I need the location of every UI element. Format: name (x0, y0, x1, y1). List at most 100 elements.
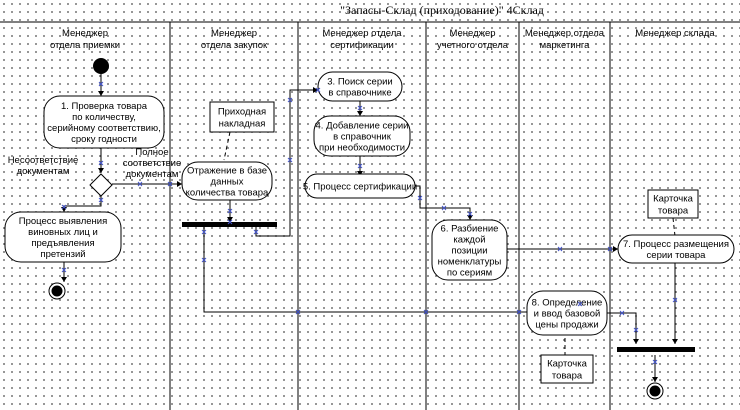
activity-claims-process-label-line: претензий (40, 249, 85, 260)
connector-mark (557, 246, 563, 252)
connector-mark (98, 160, 104, 166)
diagram-title: "Запасы-Склад (приходование)" 4Склад (340, 3, 544, 17)
connector-mark (227, 219, 233, 225)
activity-placement-shape (617, 234, 735, 264)
lane-header-l1-line: отдела приемки (50, 40, 120, 51)
object-product-card-2-shape (540, 354, 594, 384)
connector-mark (98, 197, 104, 203)
arrow (227, 217, 233, 222)
activity-search-series-label-line: 3. Поиск серии (327, 77, 392, 88)
lane-header-l4-line: Менеджер (449, 28, 495, 39)
connector-mark (167, 181, 173, 187)
connector-mark (287, 97, 293, 103)
activity-db-record-label-line: количества товара (186, 188, 269, 199)
activity-certification-label-line: 5. Процесс сертификации (303, 182, 417, 193)
connector-mark (315, 87, 321, 93)
end-node-final-inner (649, 385, 661, 397)
arrow (357, 111, 363, 116)
flow-label-mismatch-line: Несоответствие (8, 155, 79, 166)
arrow (61, 277, 67, 282)
activity-placement-label-line: 7. Процесс размещения (623, 239, 729, 250)
activity-search-series-shape (317, 71, 403, 102)
flow-card-link-1 (672, 217, 676, 237)
connector-mark (467, 211, 473, 217)
lane-header-l2-line: отдела закупок (201, 40, 268, 51)
arrow (672, 339, 678, 344)
activity-add-series-label-line: при необходимости (319, 143, 405, 154)
activity-db-record-label-line: Отражение в базе (187, 166, 267, 177)
flow-5-to-6 (415, 185, 471, 220)
object-invoice-shape (209, 101, 275, 133)
connector-mark (417, 195, 423, 201)
activity-db-record-shape (181, 161, 273, 201)
object-product-card-1-shape (647, 189, 699, 219)
activity-price-entry-shape (526, 290, 608, 336)
flow-label-match-line: Полное (135, 147, 168, 158)
connector-mark (227, 208, 233, 214)
lane-header-l3-line: сертификации (330, 40, 394, 51)
activity-placement-label-line: серии товара (647, 250, 707, 261)
end-node-claims-inner (51, 285, 63, 297)
connector-mark (619, 310, 625, 316)
arrow (613, 246, 618, 252)
object-product-card-1-label-line: товара (658, 206, 689, 217)
activity-price-entry-label-line: цены продажи (535, 320, 598, 331)
flow-8-to-join (607, 312, 637, 344)
lane-header-l3-line: Менеджер отдела (322, 28, 402, 39)
activity-add-series-label-line: в справочник (333, 132, 392, 143)
connector-mark (516, 309, 522, 315)
flow-label-match-line: соответствие (123, 158, 181, 169)
activity-certification-shape (304, 173, 416, 199)
activity-split-by-series-label-line: каждой (453, 235, 485, 246)
activity-check-goods-label-line: по количеству, (72, 112, 136, 123)
activity-check-goods-shape (43, 95, 165, 149)
arrow (61, 207, 67, 212)
arrow (177, 181, 182, 187)
connector-mark (295, 309, 301, 315)
connector-mark (652, 359, 658, 365)
connector-mark (577, 301, 583, 307)
object-product-card-2-label-line: товара (552, 371, 583, 382)
connector-mark (607, 246, 613, 252)
flow-invoice-link (223, 131, 231, 161)
lane-header-l5-line: маркетинга (540, 40, 590, 51)
activity-split-by-series-shape (431, 219, 508, 281)
activity-check-goods-label-line: сроку годности (71, 134, 137, 145)
connector-mark (423, 309, 429, 315)
flow-decision-to-claims (63, 196, 102, 212)
object-invoice-label-line: накладная (219, 119, 266, 130)
connector-mark (98, 81, 104, 87)
lane-header-l2-line: Менеджер (211, 28, 257, 39)
activity-certification-label: 5. Процесс сертификации (303, 182, 417, 193)
activity-add-series-label-line: 4. Добавление серии (316, 121, 409, 132)
activity-split-by-series-label: 6. Разбиениекаждойпозицииноменклатурыпо … (438, 224, 502, 279)
activity-split-by-series-label-line: позиции (451, 246, 487, 257)
flow-label-match-line: документам (126, 169, 179, 180)
activity-add-series-shape (313, 115, 411, 157)
arrow (652, 377, 658, 382)
connector-mark (357, 105, 363, 111)
activity-price-entry-label-line: и ввод базовой (534, 309, 601, 320)
connector-mark (201, 229, 207, 235)
decision-node (89, 173, 113, 197)
join-bar (617, 347, 695, 352)
activity-db-record-label-line: данных (211, 177, 244, 188)
arrow (313, 87, 318, 93)
activity-split-by-series-label-line: по сериям (447, 268, 492, 279)
